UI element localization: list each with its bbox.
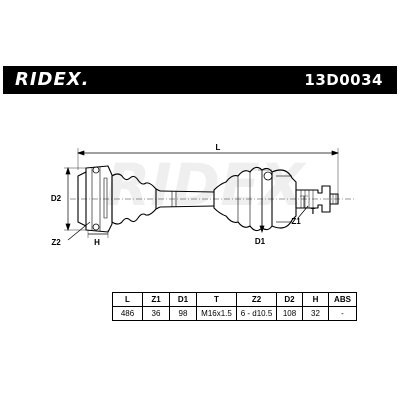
label-D2: D2: [51, 194, 62, 203]
spec-header-row: L Z1 D1 T Z2 D2 H ABS: [112, 292, 357, 307]
label-Z2: Z2: [51, 238, 61, 247]
spec-value: 98: [169, 306, 197, 321]
spec-value: 486: [112, 306, 143, 321]
label-Z1: Z1: [291, 217, 301, 226]
spec-header: L: [112, 292, 143, 307]
spec-value-row: 486 36 98 M16x1.5 6 - d10.5 108 32 -: [112, 306, 357, 321]
brand-logo: RIDEX.: [15, 69, 90, 90]
stub-axle: [295, 185, 339, 213]
left-boot: [111, 173, 161, 225]
spec-value: 108: [276, 306, 303, 321]
watermark-text: RIDEX: [106, 151, 308, 219]
leader-Z1: [297, 205, 309, 219]
spec-value: 32: [302, 306, 329, 321]
leader-Z2: [67, 221, 91, 241]
spec-value: -: [328, 306, 357, 321]
spec-value: 36: [142, 306, 170, 321]
spec-header: D1: [169, 292, 197, 307]
spec-header: D2: [276, 292, 303, 307]
label-T: T: [311, 207, 316, 216]
label-H: H: [94, 238, 100, 247]
spec-header: Z1: [142, 292, 170, 307]
spec-header: ABS: [328, 292, 357, 307]
label-L: L: [216, 143, 221, 152]
spec-value: 6 - d10.5: [236, 306, 277, 321]
part-number: 13D0034: [304, 71, 383, 89]
drive-shaft-drawing: RIDEX: [51, 143, 355, 247]
spec-header: Z2: [236, 292, 277, 307]
shaft: [159, 190, 215, 208]
spec-value: M16x1.5: [196, 306, 237, 321]
spec-header: H: [302, 292, 329, 307]
spec-header: T: [196, 292, 237, 307]
label-D1: D1: [255, 237, 266, 246]
header-bar: RIDEX. 13D0034: [3, 66, 397, 94]
spec-table: L Z1 D1 T Z2 D2 H ABS 486 36 98 M16x1.5 …: [112, 292, 357, 321]
